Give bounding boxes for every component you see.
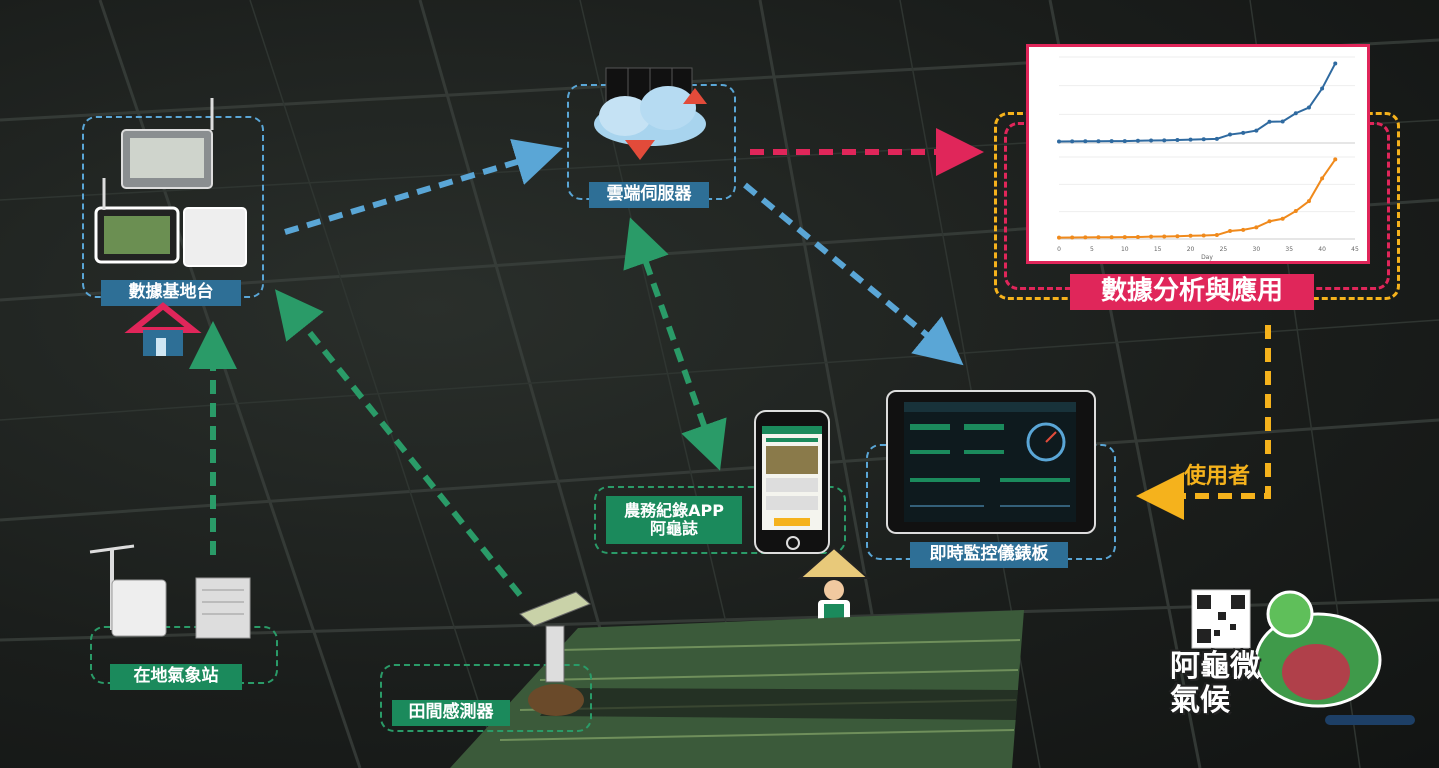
sensor-frame (380, 664, 592, 732)
app-frame (594, 486, 846, 554)
data-point (1122, 235, 1127, 240)
field-sensor-label: 田間感測器 (392, 700, 510, 726)
x-tick-label: 35 (1285, 246, 1293, 253)
app-screen (762, 426, 822, 530)
dashboard-tablet (886, 390, 1096, 534)
base-station-label: 數據基地台 (101, 280, 241, 306)
x-tick-label: 40 (1318, 246, 1326, 253)
arrow-cloud-to-dashboard (743, 182, 964, 366)
data-point (1241, 130, 1246, 135)
x-tick-label: 10 (1121, 246, 1129, 253)
data-point (1122, 139, 1127, 144)
data-point (1241, 227, 1246, 232)
data-point (1109, 235, 1114, 240)
dashboard-widgets (904, 402, 1076, 507)
data-point (1175, 138, 1180, 143)
x-tick-label: 0 (1057, 246, 1061, 253)
logo-title: 阿龜微氣候 (1170, 649, 1260, 718)
data-point (1188, 137, 1193, 142)
data-point (1096, 235, 1101, 240)
arrow-sensor-to-base (274, 289, 523, 597)
x-tick-label: 45 (1351, 246, 1359, 253)
data-point (1293, 111, 1298, 116)
app-label: 農務紀錄APP 阿龜誌 (606, 496, 742, 544)
data-point (1333, 61, 1338, 66)
data-point (1201, 233, 1206, 238)
x-tick-label: 5 (1090, 246, 1094, 253)
data-point (1201, 137, 1206, 142)
app-label-line2: 阿龜誌 (649, 519, 698, 538)
data-point (1162, 138, 1167, 143)
data-point (1057, 139, 1061, 144)
x-tick-label: 15 (1154, 246, 1162, 253)
data-point (1306, 105, 1311, 110)
data-point (1175, 234, 1180, 239)
phone-home-button (786, 536, 800, 550)
data-point (1320, 176, 1325, 181)
app-label-line1: 農務紀錄APP (624, 500, 724, 520)
data-point (1135, 138, 1140, 143)
data-point (1267, 119, 1272, 124)
weather-station-label: 在地氣象站 (110, 664, 242, 690)
data-point (1214, 136, 1219, 141)
app-screen-content (762, 426, 822, 526)
data-point (1228, 229, 1233, 234)
arrow-cloud-app (623, 217, 727, 471)
series-line (1058, 158, 1337, 239)
data-point (1254, 225, 1259, 230)
x-tick-label: 20 (1187, 246, 1195, 253)
cloud-server-label: 雲端伺服器 (589, 182, 709, 208)
data-point (1109, 139, 1114, 144)
data-point (1135, 234, 1140, 239)
analysis-label: 數據分析與應用 (1070, 274, 1314, 310)
data-point (1280, 216, 1285, 221)
data-point (1320, 86, 1325, 91)
dashboard-screen (904, 402, 1076, 522)
data-point (1188, 233, 1193, 238)
x-tick-label: 25 (1220, 246, 1228, 253)
router-device (183, 207, 247, 267)
series-line (1058, 62, 1337, 143)
arrow-analysis-to-dashboard (1136, 325, 1271, 520)
data-point (1070, 235, 1075, 240)
data-point (1083, 139, 1088, 144)
x-tick-label: 30 (1253, 246, 1261, 253)
data-point (1280, 119, 1285, 124)
data-point (1267, 219, 1272, 224)
data-point (1149, 138, 1154, 143)
data-point (1057, 235, 1061, 240)
data-point (1333, 157, 1338, 162)
data-point (1149, 234, 1154, 239)
data-point (1228, 132, 1233, 137)
x-axis-label: Day (1201, 254, 1213, 261)
dashboard-label: 即時監控儀錶板 (910, 542, 1068, 568)
data-point (1070, 139, 1075, 144)
data-point (1096, 139, 1101, 144)
data-point (1214, 233, 1219, 238)
app-phone (754, 410, 830, 554)
data-point (1254, 128, 1259, 133)
user-label: 使用者 (1184, 464, 1251, 489)
data-point (1306, 199, 1311, 204)
data-point (1083, 235, 1088, 240)
data-point (1293, 209, 1298, 214)
data-point (1162, 234, 1167, 239)
